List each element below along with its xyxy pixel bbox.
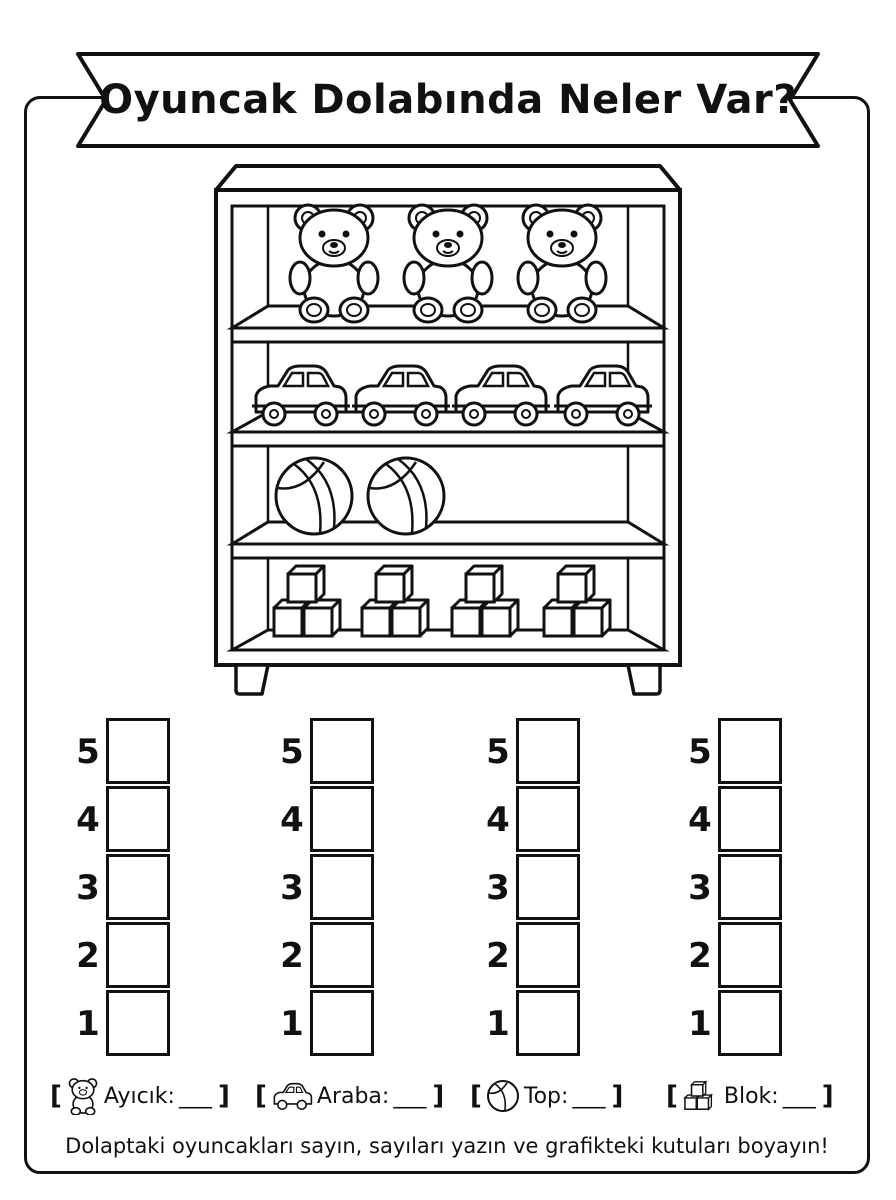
graph-box[interactable] [106, 922, 170, 988]
graph-box[interactable] [106, 718, 170, 784]
axis-label: 3 [688, 868, 712, 908]
legend-araba: [ Araba: ___ ] [255, 1081, 445, 1111]
graph-box[interactable] [106, 990, 170, 1056]
legend-label: Blok: [723, 1083, 779, 1109]
axis-label: 4 [280, 800, 304, 840]
axis-label: 2 [76, 936, 100, 976]
graph-box[interactable] [106, 854, 170, 920]
graph-column-top: 5 4 3 2 1 [478, 718, 638, 1068]
axis-label: 5 [280, 732, 304, 772]
axis-label: 3 [486, 868, 510, 908]
title-ribbon [76, 52, 820, 148]
axis-label: 3 [280, 868, 304, 908]
graph-box[interactable] [718, 718, 782, 784]
graph-column-araba: 5 4 3 2 1 [272, 718, 432, 1068]
graph-box[interactable] [718, 922, 782, 988]
legend-blok: [ Blok: ___ ] [666, 1080, 834, 1111]
graph-box[interactable] [310, 786, 374, 852]
axis-label: 5 [486, 732, 510, 772]
graph-box[interactable] [310, 718, 374, 784]
answer-blank[interactable]: ___ [178, 1083, 212, 1109]
car-icon [273, 1082, 313, 1111]
graph-column-ayicik: 5 4 3 2 1 [68, 718, 228, 1068]
graph-box[interactable] [310, 922, 374, 988]
axis-label: 4 [486, 800, 510, 840]
graph-box[interactable] [516, 786, 580, 852]
graph-box[interactable] [718, 990, 782, 1056]
axis-label: 5 [76, 732, 100, 772]
instruction-text: Dolaptaki oyuncakları sayın, sayıları ya… [65, 1134, 829, 1158]
legend-label: Ayıcık: [103, 1083, 175, 1109]
axis-label: 1 [280, 1004, 304, 1044]
graph-box[interactable] [718, 854, 782, 920]
toy-shelf [214, 164, 682, 696]
axis-label: 1 [688, 1004, 712, 1044]
graph-box[interactable] [516, 854, 580, 920]
answer-blank[interactable]: ___ [572, 1083, 606, 1109]
graph-box[interactable] [516, 922, 580, 988]
teddy-bear-row [288, 203, 608, 324]
axis-label: 2 [486, 936, 510, 976]
legend-label: Araba: [316, 1083, 390, 1109]
blocks-icon [683, 1080, 713, 1111]
answer-blank[interactable]: ___ [782, 1083, 816, 1109]
graph-box[interactable] [310, 854, 374, 920]
legend-top: [ Top: ___ ] [470, 1074, 623, 1118]
axis-label: 2 [280, 936, 304, 976]
axis-label: 2 [688, 936, 712, 976]
graph-box[interactable] [106, 786, 170, 852]
page-title: Oyuncak Dolabında Neler Var? [99, 77, 797, 123]
graph-column-blok: 5 4 3 2 1 [680, 718, 840, 1068]
legend-ayicik: [ Ayıcık: ___ ] [50, 1074, 230, 1118]
axis-label: 1 [76, 1004, 100, 1044]
axis-label: 4 [76, 800, 100, 840]
ball-icon [486, 1080, 519, 1112]
answer-blank[interactable]: ___ [393, 1083, 427, 1109]
axis-label: 1 [486, 1004, 510, 1044]
axis-label: 4 [688, 800, 712, 840]
teddy-bear-icon [68, 1078, 98, 1115]
axis-label: 3 [76, 868, 100, 908]
graph-box[interactable] [718, 786, 782, 852]
graph-box[interactable] [310, 990, 374, 1056]
graph-box[interactable] [516, 718, 580, 784]
legend-label: Top: [523, 1083, 569, 1109]
axis-label: 5 [688, 732, 712, 772]
graph-box[interactable] [516, 990, 580, 1056]
